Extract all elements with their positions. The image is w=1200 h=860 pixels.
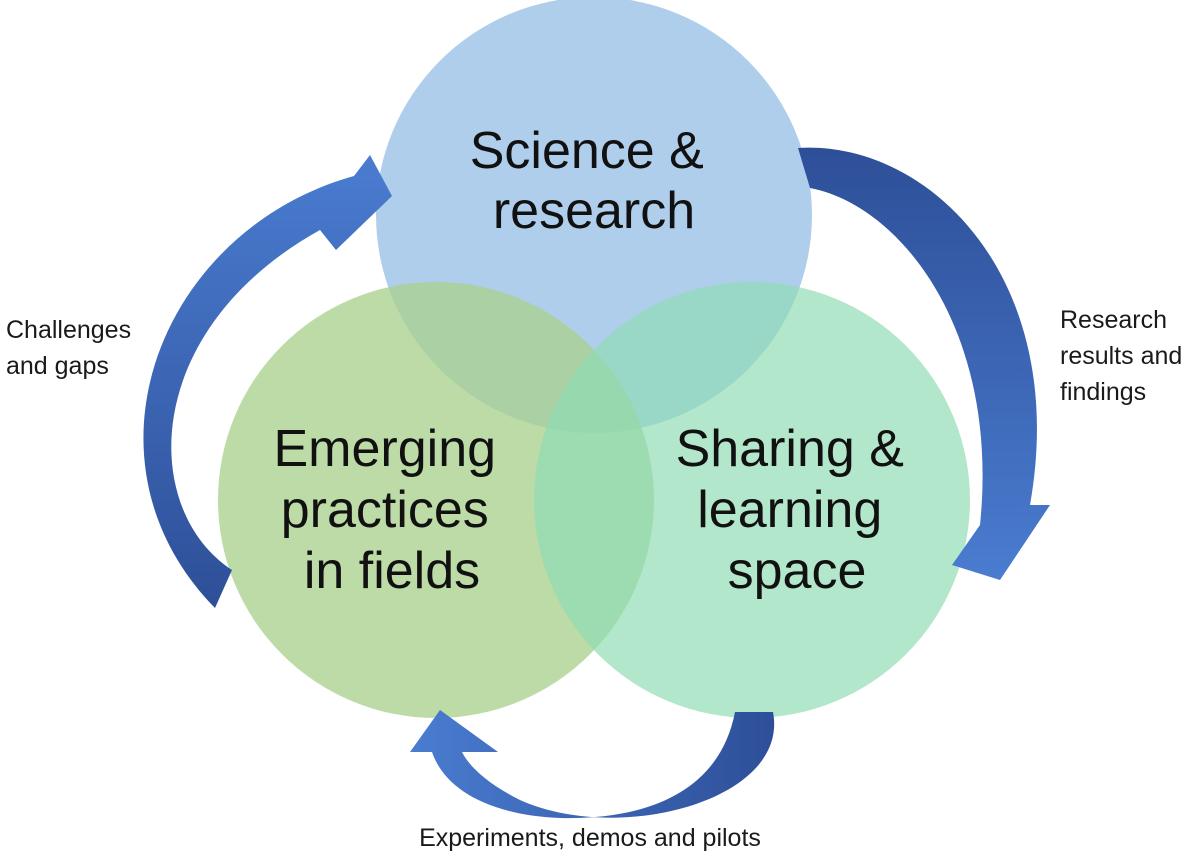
svg-text:Sharing & learning spa: Sharing & learning space <box>676 420 919 600</box>
svg-text:Challenges and gaps: Challenges and gaps <box>6 316 138 380</box>
right-arrow-label-line2: results and <box>1060 342 1182 370</box>
svg-text:Emerging practices in: Emerging practices in fields <box>273 420 510 600</box>
svg-text:Experiments, demos and pilots: Experiments, demos and pilots <box>419 824 761 852</box>
circle-emerging-practices <box>218 282 654 718</box>
left-arrow-label-line1: Challenges <box>6 316 131 344</box>
left-arrow-label-line2: and gaps <box>6 352 109 380</box>
top-circle-line2: research <box>493 182 695 240</box>
left-circle-line3: in fields <box>304 542 480 600</box>
right-arrow-label-line1: Research <box>1060 306 1167 334</box>
left-circle-line1: Emerging <box>273 420 496 478</box>
arrow-research-results <box>798 147 1050 580</box>
circle-sharing-learning <box>534 282 970 718</box>
svg-text:Science & research: Science & research <box>470 122 719 240</box>
bottom-arrow-label: Experiments, demos and pilots <box>419 824 761 852</box>
arrow-experiments-demos <box>410 710 775 819</box>
left-circle-line2: practices <box>281 481 489 539</box>
right-circle-line3: space <box>728 542 867 600</box>
arrow-challenges-and-gaps <box>143 155 392 608</box>
right-circle-line2: learning <box>697 481 882 539</box>
top-circle-line1: Science & <box>470 122 704 180</box>
right-arrow-label-line3: findings <box>1060 378 1146 406</box>
right-circle-line1: Sharing & <box>676 420 904 478</box>
svg-text:Research results and f: Research results and findings <box>1060 306 1189 406</box>
